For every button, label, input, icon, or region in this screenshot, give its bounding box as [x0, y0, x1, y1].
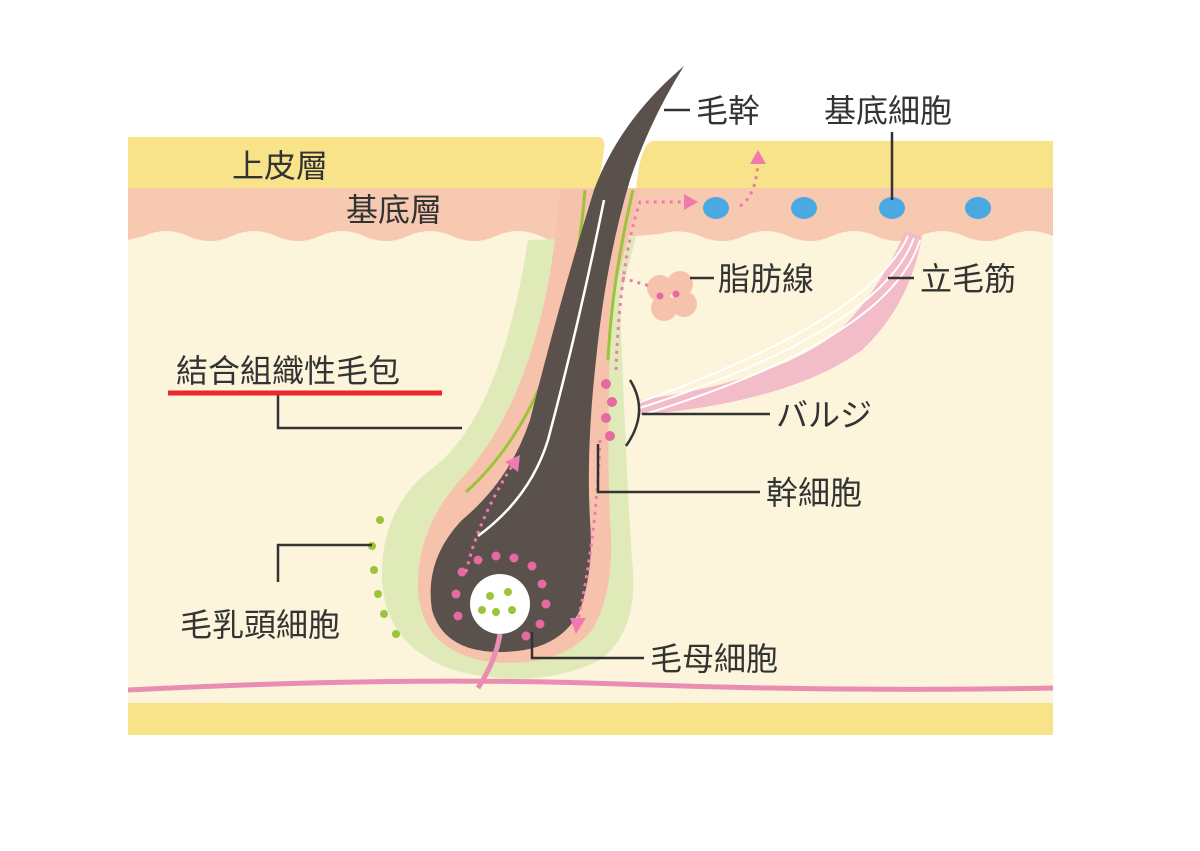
label-arrector-pili: 立毛筋 [920, 260, 1016, 298]
muscle-fiber-3 [644, 239, 921, 415]
basal-cell [965, 197, 991, 219]
hair-highlight [477, 199, 606, 538]
label-dermal-papilla-cells: 毛乳頭細胞 [180, 606, 340, 644]
papilla-dot-2 [504, 588, 512, 596]
label-epidermis: 上皮層 [232, 147, 328, 185]
label-sebaceous-gland: 脂肪線 [718, 260, 814, 298]
hair-shaft-shape [430, 66, 684, 652]
label-hair-shaft: 毛幹 [696, 92, 760, 130]
dermal-papilla [470, 574, 530, 634]
gland-dot-1 [656, 292, 664, 300]
arrector-pili-muscle [639, 232, 922, 415]
muscle-shape [640, 232, 922, 415]
papilla-dot-5 [478, 606, 486, 614]
arrow-up-to-basal [614, 200, 684, 371]
stem-dot [601, 413, 611, 423]
gland-lobe-3 [651, 295, 677, 321]
green-dot [376, 516, 384, 524]
stem-cell-dots [601, 379, 617, 441]
label-bulge: バルジ [776, 396, 872, 434]
matrix-dot [491, 551, 501, 561]
leader-sheath [276, 395, 462, 430]
subcutaneous-band [128, 700, 1053, 735]
subcutaneous-gap [128, 693, 1053, 703]
arrow-down-to-matrix [576, 439, 602, 621]
sheath-green-line-right [606, 189, 635, 361]
leader-stem [596, 444, 760, 494]
green-dot [374, 590, 382, 598]
label-connective-tissue-sheath: 結合組織性毛包 [176, 352, 400, 390]
gland-dot-2 [672, 290, 680, 298]
papilla-dot-1 [486, 592, 494, 600]
papilla-dot-3 [492, 608, 500, 616]
hair [430, 66, 684, 690]
matrix-dot [541, 599, 551, 609]
label-stem-cells: 幹細胞 [766, 474, 862, 512]
matrix-dot [451, 589, 461, 599]
matrix-dot [509, 553, 519, 563]
stem-dot [601, 379, 611, 389]
label-basal-cells: 基底細胞 [824, 92, 952, 130]
hair-growth-arrowhead [505, 455, 520, 472]
basal-cell [791, 197, 817, 219]
epidermis-layer-left [128, 137, 605, 190]
green-dot [370, 566, 378, 574]
matrix-cell-dots [451, 551, 551, 641]
green-dot [380, 610, 388, 618]
migration-arrows [576, 161, 760, 621]
muscle-fiber-2 [639, 237, 915, 409]
blood-vessel-line [127, 678, 1054, 693]
matrix-dot [457, 567, 467, 577]
arrowhead-surface [750, 150, 766, 164]
green-dot [392, 630, 400, 638]
basal-cells [703, 197, 991, 219]
matrix-dot [453, 611, 463, 621]
papilla-dot-4 [508, 606, 516, 614]
matrix-dot [535, 619, 545, 629]
sebaceous-gland [647, 271, 697, 321]
matrix-dot [521, 631, 531, 641]
matrix-dot [473, 555, 483, 565]
labels: 上皮層 基底層 毛幹 基底細胞 脂肪線 立毛筋 結合組織性毛包 バルジ 幹細胞 … [176, 92, 1016, 678]
migration-arrowheads [570, 150, 766, 634]
matrix-dot [527, 561, 537, 571]
leader-papilla-cells [276, 543, 372, 582]
stem-dot [605, 431, 615, 441]
arrow-to-gland [621, 276, 651, 288]
epidermis-layer-right [636, 141, 1053, 190]
gland-lobe-2 [667, 271, 693, 297]
muscle-fiber-1 [639, 235, 909, 403]
leader-lines [276, 108, 914, 660]
arrowhead-basal [684, 194, 698, 210]
papilla-vessel [475, 633, 503, 690]
leader-matrix [530, 632, 644, 660]
gland-lobe-4 [671, 291, 697, 317]
bulge-bracket [624, 379, 641, 447]
label-basal-layer: 基底層 [346, 191, 442, 229]
gland-lobe-1 [647, 275, 673, 301]
arrowhead-matrix [570, 618, 586, 634]
basal-cell [879, 197, 905, 219]
matrix-dot [537, 579, 547, 589]
stem-dot [607, 397, 617, 407]
label-matrix-cells: 毛母細胞 [650, 640, 778, 678]
basal-cell [703, 197, 729, 219]
